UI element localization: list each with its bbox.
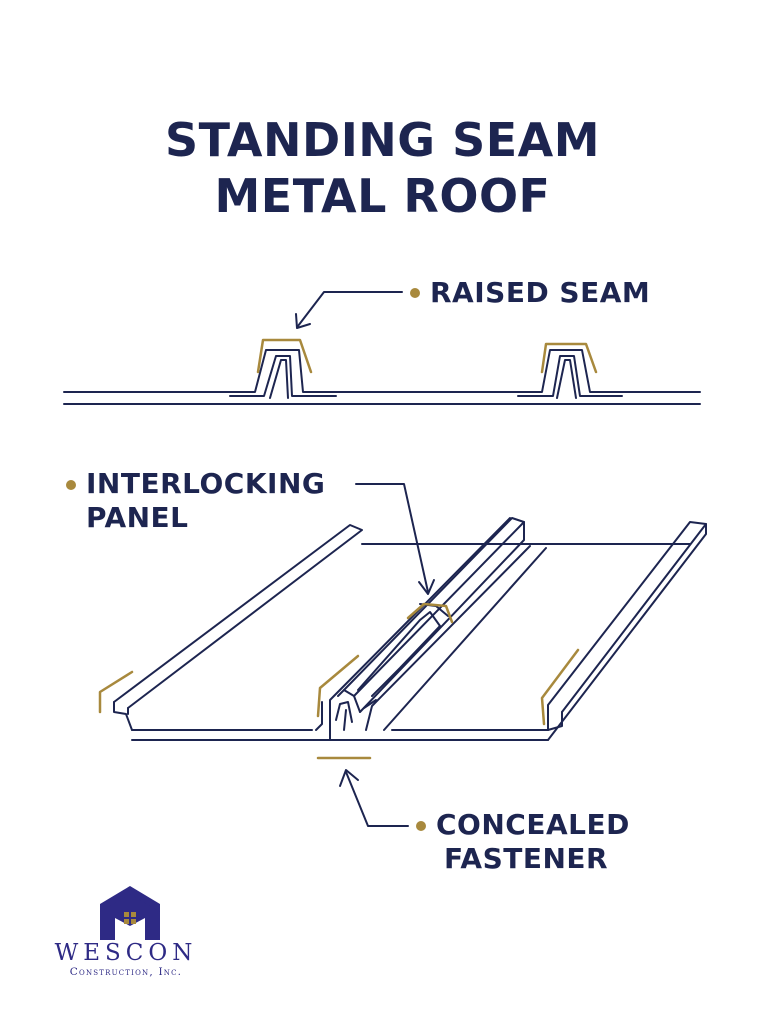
interlocking-line-2: PANEL xyxy=(86,501,189,534)
page-title: STANDING SEAM METAL ROOF xyxy=(0,112,765,224)
right-rib-highlight xyxy=(540,648,580,726)
logo-name: Wescon xyxy=(54,940,198,966)
left-rib-highlight xyxy=(98,670,134,714)
concealed-line-2: FASTENER xyxy=(444,842,609,875)
logo-subtitle: Construction, Inc. xyxy=(69,966,183,978)
title-line-1: STANDING SEAM xyxy=(164,113,601,167)
concealed-line-1: CONCEALED xyxy=(436,808,630,841)
concealed-bullet xyxy=(416,821,426,831)
interlocking-line-1: INTERLOCKING xyxy=(86,467,326,500)
seam-2-inner xyxy=(517,355,623,397)
panel-highlights xyxy=(98,602,580,760)
center-seam-right-face xyxy=(359,521,525,713)
seam-profile-highlights xyxy=(256,338,598,374)
interlocking-bullet xyxy=(66,480,76,490)
title-line-2: METAL ROOF xyxy=(214,169,551,223)
interlocking-leader xyxy=(355,483,435,595)
seam-2-highlight xyxy=(540,342,598,374)
raised-seam-label: RAISED SEAM xyxy=(430,276,651,309)
interlocking-panel-label: INTERLOCKING PANEL xyxy=(86,467,325,535)
profile-top-line xyxy=(63,349,701,393)
seam-1-inner xyxy=(229,355,337,397)
center-seam-left-face xyxy=(329,517,511,741)
right-rib xyxy=(547,521,707,731)
seam-profile xyxy=(63,349,701,405)
center-seam-top-highlight xyxy=(406,602,454,624)
seam-1-fold xyxy=(269,359,289,399)
concealed-leader xyxy=(339,769,409,827)
raised-seam-bullet xyxy=(410,288,420,298)
left-rib xyxy=(113,524,363,709)
concealed-fastener-label: CONCEALED FASTENER xyxy=(436,808,630,876)
seam-2-fold xyxy=(556,359,577,399)
seam-1-highlight xyxy=(256,338,313,374)
panel-drawing xyxy=(113,517,707,741)
raised-seam-leader xyxy=(295,291,403,329)
wescon-logo-icon xyxy=(100,886,160,940)
center-seam-highlight xyxy=(316,654,360,718)
